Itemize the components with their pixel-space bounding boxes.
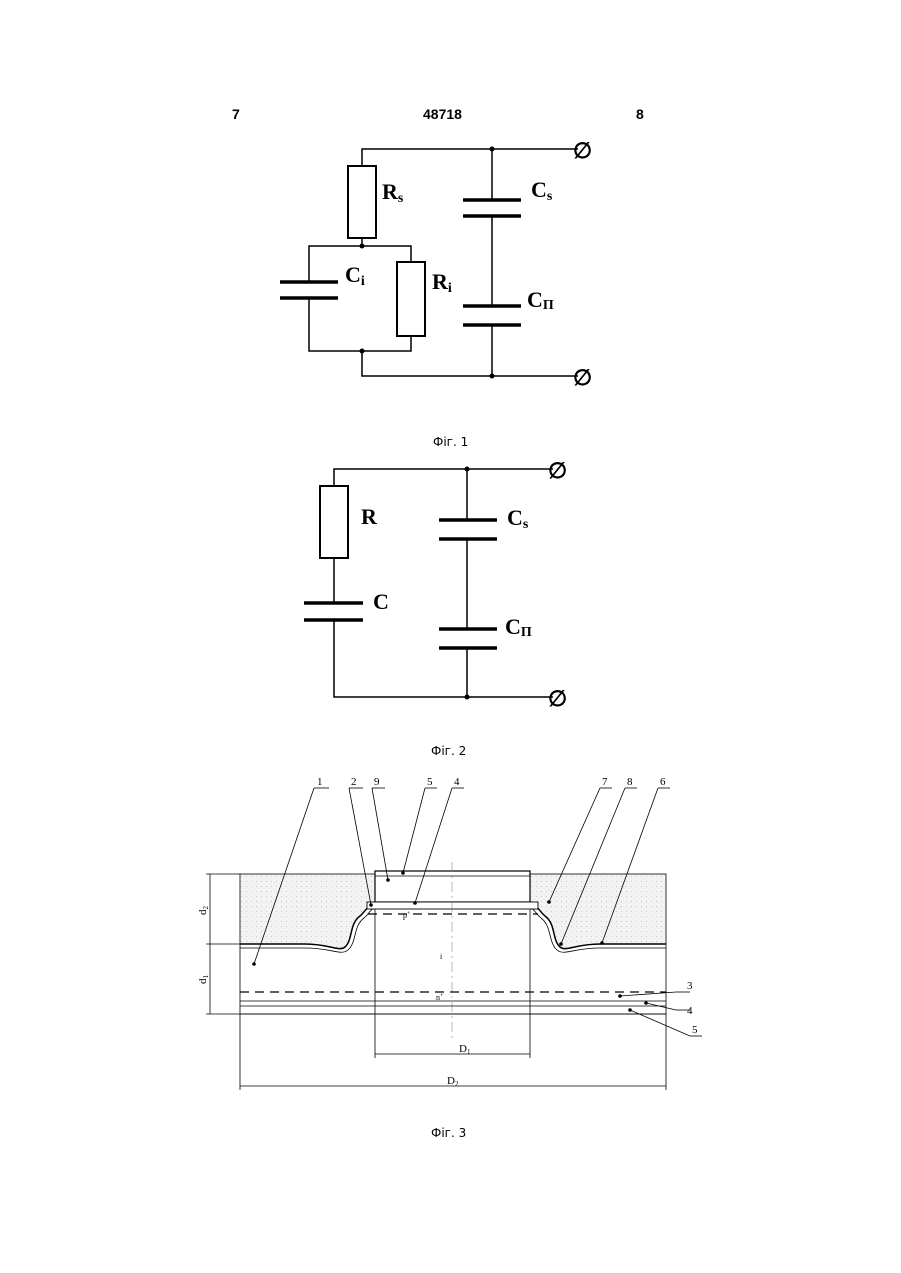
fig1-resistor-ri xyxy=(397,262,425,336)
fig3-callout-9: 9 xyxy=(374,776,380,788)
fig1-label-cp: CП xyxy=(527,287,554,313)
fig3-callout-2: 2 xyxy=(351,776,357,788)
fig2-terminal-top: ∅ xyxy=(548,458,567,483)
fig3-region-i: i xyxy=(440,952,443,961)
fig1-junction xyxy=(490,147,495,152)
fig3-callout-6: 6 xyxy=(660,776,666,788)
fig1-top-wire xyxy=(362,149,578,166)
fig3-callout-5: 5 xyxy=(427,776,433,788)
fig2-resistor-r xyxy=(320,486,348,558)
fig1-resistor-rs xyxy=(348,166,376,238)
fig2-circuit: ∅ ∅ R C Cs CП xyxy=(304,458,567,711)
fig1-label-ri: Ri xyxy=(432,269,452,296)
fig3-callout-3: 3 xyxy=(687,980,693,992)
fig1-label-ci: Ci xyxy=(345,262,365,289)
fig3-callout-8: 8 xyxy=(627,776,633,788)
fig3-top-metal-layer xyxy=(367,902,538,909)
fig3-dim-D1: D1 xyxy=(459,1043,471,1056)
fig3-callout-1: 1 xyxy=(317,776,323,788)
fig3-region-p-plus: p+ xyxy=(403,911,411,920)
fig1-caption: Фіг. 1 xyxy=(433,435,468,449)
fig1-junction xyxy=(490,374,495,379)
fig3-callout-4-bottom: 4 xyxy=(687,1005,693,1017)
fig3-dim-d2: d2 xyxy=(197,906,210,916)
fig3-callout-5-bottom: 5 xyxy=(692,1024,698,1036)
fig2-label-r: R xyxy=(361,504,378,529)
fig2-label-cs: Cs xyxy=(507,505,529,532)
fig3-dim-d1: d1 xyxy=(197,975,210,985)
fig1-label-cs: Cs xyxy=(531,177,553,204)
page-number-left: 7 xyxy=(232,106,240,122)
fig1-label-rs: Rs xyxy=(382,179,404,206)
fig3-dim-D2: D2 xyxy=(447,1075,459,1088)
fig1-terminal-bottom: ∅ xyxy=(573,365,592,390)
fig3-caption: Фіг. 3 xyxy=(431,1126,466,1140)
fig2-junction xyxy=(465,695,470,700)
page-number-right: 8 xyxy=(636,106,644,122)
fig3-cross-section: p+ i n+ d2 d1 D1 D2 xyxy=(197,776,702,1090)
fig2-label-cp: CП xyxy=(505,614,532,640)
fig2-top-wire xyxy=(334,469,553,486)
fig1-parallel-bottom-wire xyxy=(309,298,411,351)
patent-number: 48718 xyxy=(423,106,462,122)
fig1-terminal-top: ∅ xyxy=(573,138,592,163)
fig2-caption: Фіг. 2 xyxy=(431,744,466,758)
fig1-junction xyxy=(360,244,365,249)
fig1-junction xyxy=(360,349,365,354)
fig2-junction xyxy=(465,467,470,472)
fig2-label-c: C xyxy=(373,589,389,614)
fig3-callout-4: 4 xyxy=(454,776,460,788)
fig2-terminal-bottom: ∅ xyxy=(548,686,567,711)
fig3-callout-7: 7 xyxy=(602,776,608,788)
fig1-circuit: ∅ ∅ Rs Cs Ci Ri CП xyxy=(280,138,592,390)
fig1-bottom-wire xyxy=(362,351,578,376)
